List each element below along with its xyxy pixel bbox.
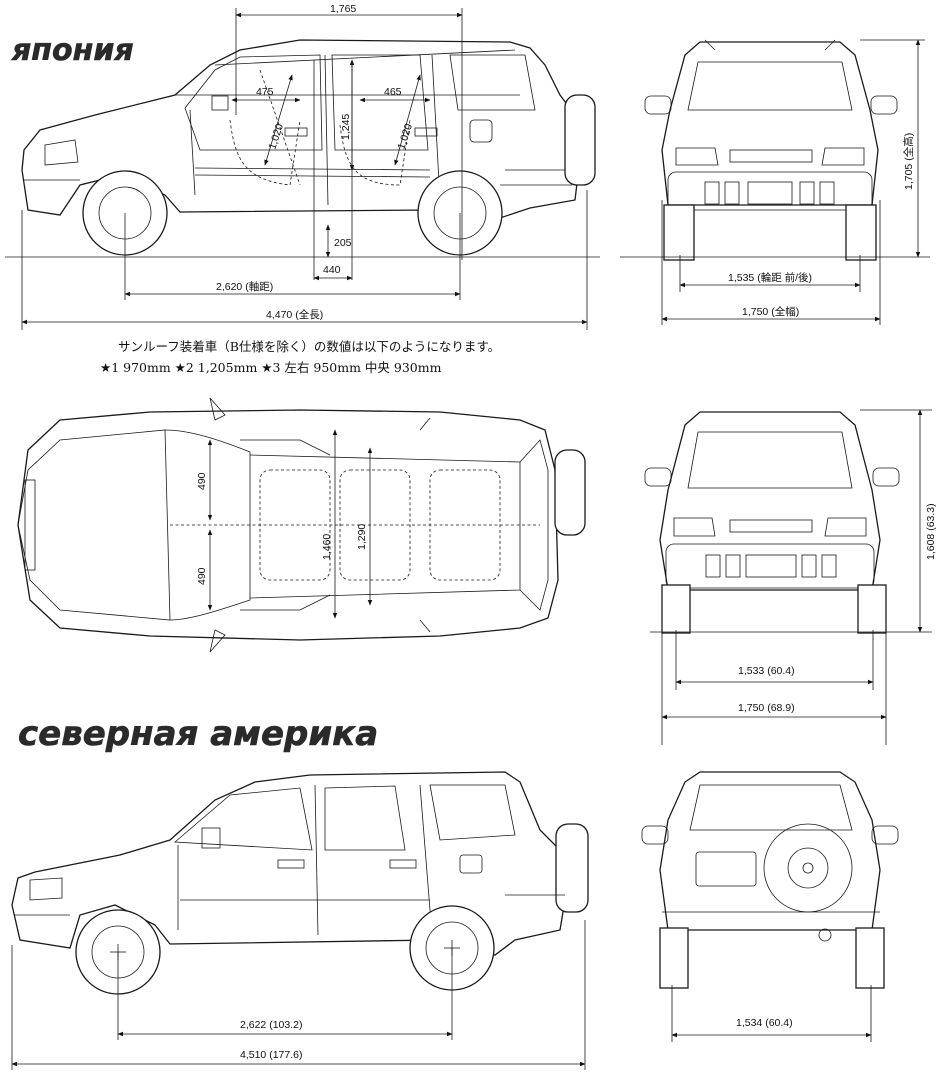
sunroof-note-line2: ★1 970mm ★2 1,205mm ★3 左右 950mm 中央 930mm	[100, 360, 442, 375]
japan-front-height: 1,705 (全高)	[902, 133, 915, 190]
na-front-width: 1,750 (68.9)	[738, 702, 795, 714]
japan-side-1020-rear: 1,020	[395, 122, 415, 151]
japan-front-width: 1,750 (全幅)	[742, 305, 799, 318]
japan-side-475: 475	[256, 86, 274, 98]
japan-side-1020-front: 1,020	[266, 122, 286, 151]
japan-side-465: 465	[384, 86, 402, 98]
japan-side-440: 440	[323, 264, 341, 276]
na-side-overall-length: 4,510 (177.6)	[240, 1049, 302, 1061]
top-490-rear: 490	[196, 567, 208, 585]
heading-north-america: северная америка	[18, 714, 378, 754]
top-view: 490 490 1,460 1,290	[17, 397, 586, 653]
na-side-wheelbase: 2,622 (103.2)	[240, 1019, 302, 1031]
japan-side-wheelbase: 2,620 (軸距)	[216, 280, 273, 293]
na-rear-view: 1,534 (60.4)	[641, 771, 899, 1042]
japan-side-1765: 1,765	[330, 3, 356, 15]
top-490-front: 490	[196, 472, 208, 490]
sunroof-note-line1: サンルーフ装着車（B仕様を除く）の数値は以下のようになります。	[118, 339, 500, 354]
japan-front-view: 1,705 (全高) 1,535 (輪距 前/後) 1,750 (全幅)	[620, 39, 930, 325]
na-front-height: 1,608 (63.3)	[925, 503, 937, 560]
heading-japan: япония	[11, 33, 134, 68]
na-front-view: 1,608 (63.3) 1,533 (60.4) 1,750 (68.9)	[644, 409, 937, 745]
japan-side-1245: 1,245	[340, 114, 352, 140]
japan-side-overall-length: 4,470 (全長)	[266, 308, 323, 321]
na-side-view: 2,622 (103.2) 4,510 (177.6)	[11, 771, 589, 1070]
top-1460: 1,460	[321, 534, 333, 560]
japan-front-track: 1,535 (輪距 前/後)	[728, 271, 812, 284]
top-1290: 1,290	[356, 524, 368, 550]
japan-side-view: 1,765 475 465 1,020 1,245 1,020 205 440 …	[5, 3, 600, 330]
japan-side-205: 205	[334, 237, 352, 249]
na-rear-track: 1,534 (60.4)	[736, 1017, 793, 1029]
na-front-track: 1,533 (60.4)	[738, 665, 795, 677]
